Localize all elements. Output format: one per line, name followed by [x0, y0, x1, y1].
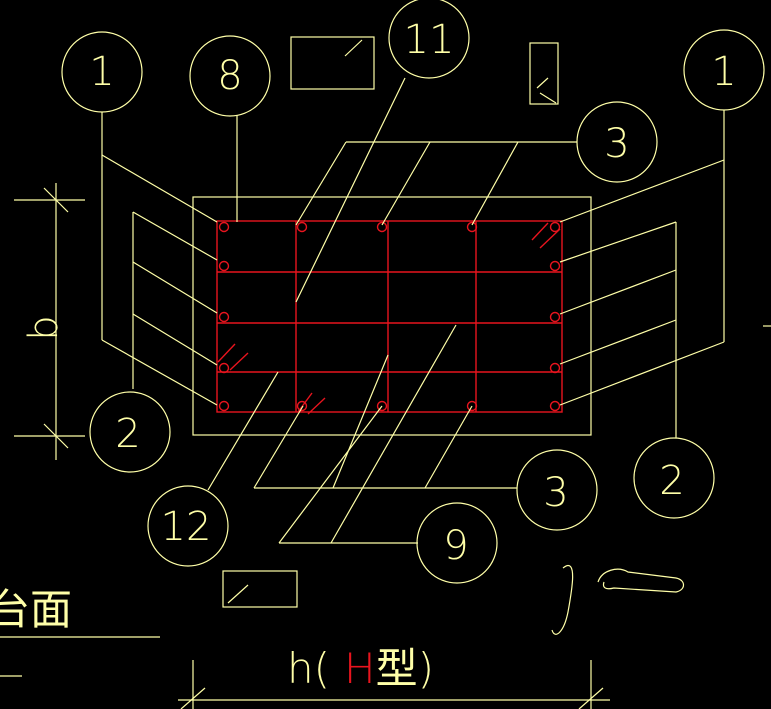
- hatch-marker-bottom: [222, 570, 298, 608]
- callout-1-left: 1: [61, 31, 143, 113]
- callout-3-top: 3: [576, 101, 658, 183]
- rebar-bars: [218, 221, 561, 412]
- callout-3-bottom-text: 3: [543, 470, 568, 516]
- section-outline: [192, 196, 592, 436]
- hatch-marker-top: [290, 36, 375, 90]
- callout-1-left-text: 1: [89, 49, 114, 95]
- rebar-cage: [216, 220, 563, 413]
- bar-hook-ticks: [217, 222, 561, 415]
- callout-9-text: 9: [443, 523, 468, 569]
- callout-2-right-text: 2: [659, 458, 684, 504]
- callout-12: 12: [147, 485, 229, 567]
- note-text: 台面: [0, 585, 72, 634]
- callout-3-bottom: 3: [516, 449, 598, 531]
- callout-9: 9: [416, 502, 498, 584]
- dimension-b: [14, 183, 85, 460]
- callout-2-right: 2: [633, 437, 715, 519]
- dimension-b-label: b: [21, 315, 67, 340]
- callout-12-text: 12: [161, 504, 212, 550]
- callout-2-left-text: 2: [115, 411, 140, 457]
- hatch-marker-top-right: [529, 42, 559, 105]
- leader-lines: [101, 77, 725, 544]
- callout-8: 8: [189, 35, 271, 117]
- callout-1-right-text: 1: [711, 49, 736, 95]
- hook-detail-symbols: [551, 565, 685, 635]
- dimension-h-label: h(H型): [287, 644, 434, 693]
- callout-1-right: 1: [683, 29, 765, 111]
- callout-3-top-text: 3: [604, 121, 629, 167]
- callout-8-text: 8: [217, 53, 242, 99]
- callout-11: 11: [388, 0, 470, 79]
- callout-11-text: 11: [404, 17, 455, 63]
- dimension-h: [178, 660, 610, 709]
- callout-2-left: 2: [89, 391, 171, 473]
